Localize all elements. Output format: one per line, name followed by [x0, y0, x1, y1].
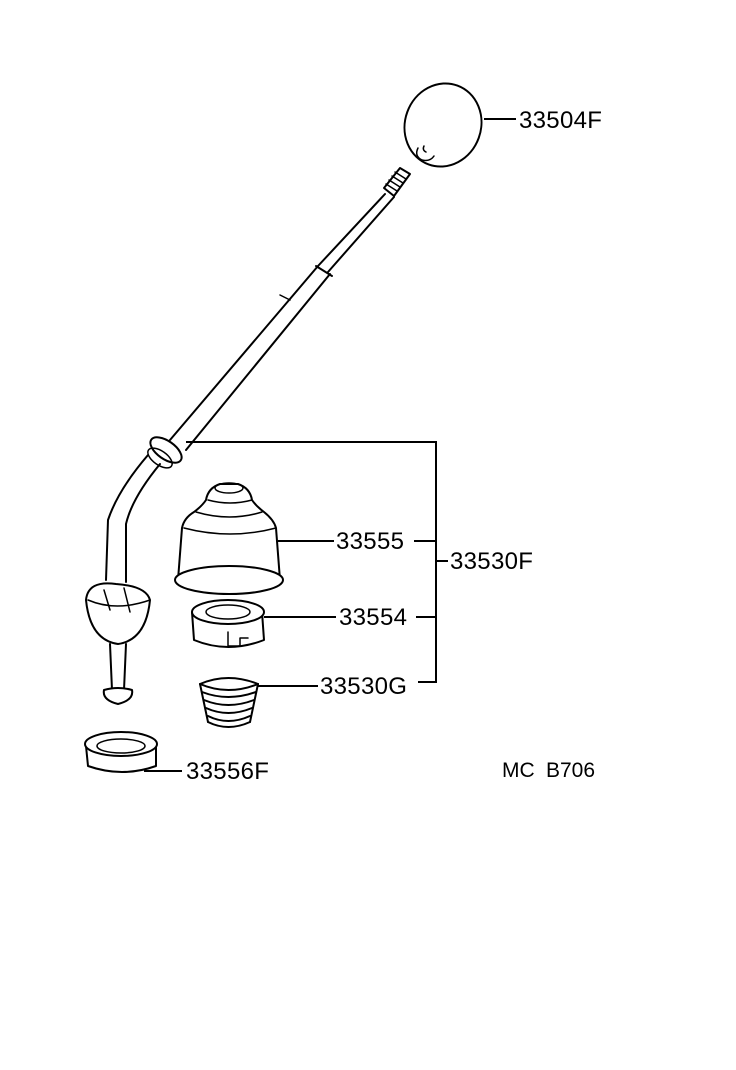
label-knob: 33504F	[519, 107, 602, 134]
retainer	[191, 599, 265, 648]
boot	[174, 482, 284, 595]
shift-knob	[403, 82, 483, 168]
label-assembly: 33530F	[450, 548, 533, 575]
leader-lines	[144, 118, 516, 772]
shift-lever	[85, 193, 395, 705]
spring	[199, 677, 259, 728]
reference-code: MC	[502, 759, 535, 782]
lever-thread	[383, 167, 411, 197]
label-spring: 33530G	[320, 673, 407, 700]
label-boot: 33555	[336, 528, 404, 555]
label-seat: 33556F	[186, 758, 269, 785]
seat	[84, 731, 158, 773]
reference-number: B706	[546, 759, 595, 782]
label-retainer: 33554	[339, 604, 407, 631]
